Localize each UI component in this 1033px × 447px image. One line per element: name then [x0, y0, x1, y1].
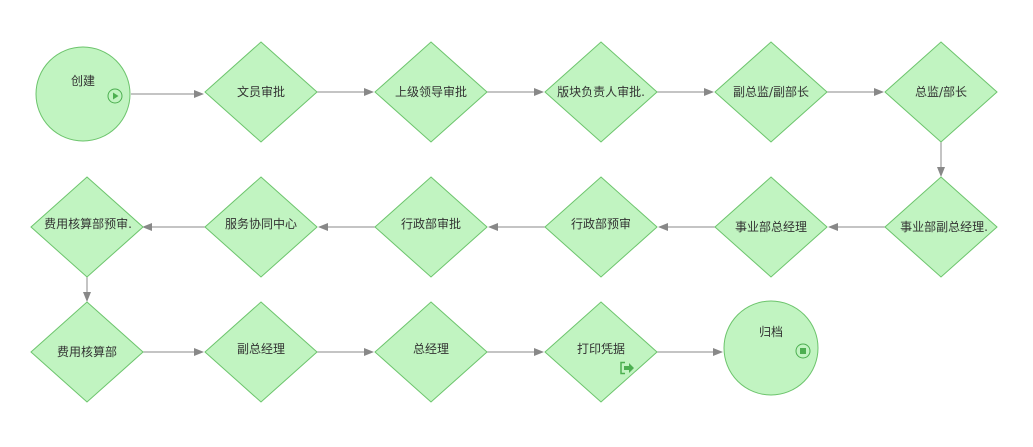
node-label: 文员审批 — [237, 84, 285, 99]
node-admin-approval[interactable]: 行政部审批 — [374, 176, 488, 278]
node-label: 创建 — [71, 74, 95, 88]
node-label: 上级领导审批 — [395, 84, 467, 99]
node-label: 总经理 — [413, 342, 449, 356]
node-label: 归档 — [759, 325, 783, 339]
node-archive[interactable]: 归档 — [723, 300, 819, 396]
exit-icon — [620, 361, 634, 375]
node-label: 版块负责人审批. — [557, 84, 645, 99]
node-superior-approval[interactable]: 上级领导审批 — [374, 41, 488, 143]
node-print-voucher[interactable]: 打印凭据 — [544, 301, 658, 403]
node-clerk-approval[interactable]: 文员审批 — [204, 41, 318, 143]
node-bu-deputy-gm[interactable]: 事业部副总经理. — [884, 176, 998, 278]
node-create[interactable]: 创建 — [35, 46, 131, 142]
node-director[interactable]: 总监/部长 — [884, 41, 998, 143]
node-service-center[interactable]: 服务协同中心 — [204, 176, 318, 278]
edges — [83, 88, 945, 356]
node-bu-gm[interactable]: 事业部总经理 — [714, 176, 828, 278]
node-gm[interactable]: 总经理 — [374, 301, 488, 403]
node-label: 费用核算部 — [57, 344, 117, 359]
stop-icon — [795, 343, 811, 359]
node-label: 费用核算部预审. — [44, 216, 132, 231]
node-label: 事业部副总经理. — [900, 219, 988, 234]
node-label: 打印凭据 — [577, 341, 625, 356]
node-label: 服务协同中心 — [225, 216, 297, 231]
node-label: 总监/部长 — [915, 84, 967, 99]
play-icon — [107, 88, 123, 104]
node-cost-accounting[interactable]: 费用核算部 — [30, 301, 144, 403]
node-deputy-gm[interactable]: 副总经理 — [204, 301, 318, 403]
node-label: 行政部预审 — [571, 216, 631, 231]
node-admin-prereview[interactable]: 行政部预审 — [544, 176, 658, 278]
node-cost-accounting-prereview[interactable]: 费用核算部预审. — [30, 176, 144, 278]
node-label: 副总经理 — [237, 342, 285, 356]
node-label: 行政部审批 — [401, 216, 461, 231]
node-section-head-approval[interactable]: 版块负责人审批. — [544, 41, 658, 143]
node-label: 事业部总经理 — [735, 219, 807, 234]
node-label: 副总监/副部长 — [733, 84, 809, 99]
node-deputy-director[interactable]: 副总监/副部长 — [714, 41, 828, 143]
